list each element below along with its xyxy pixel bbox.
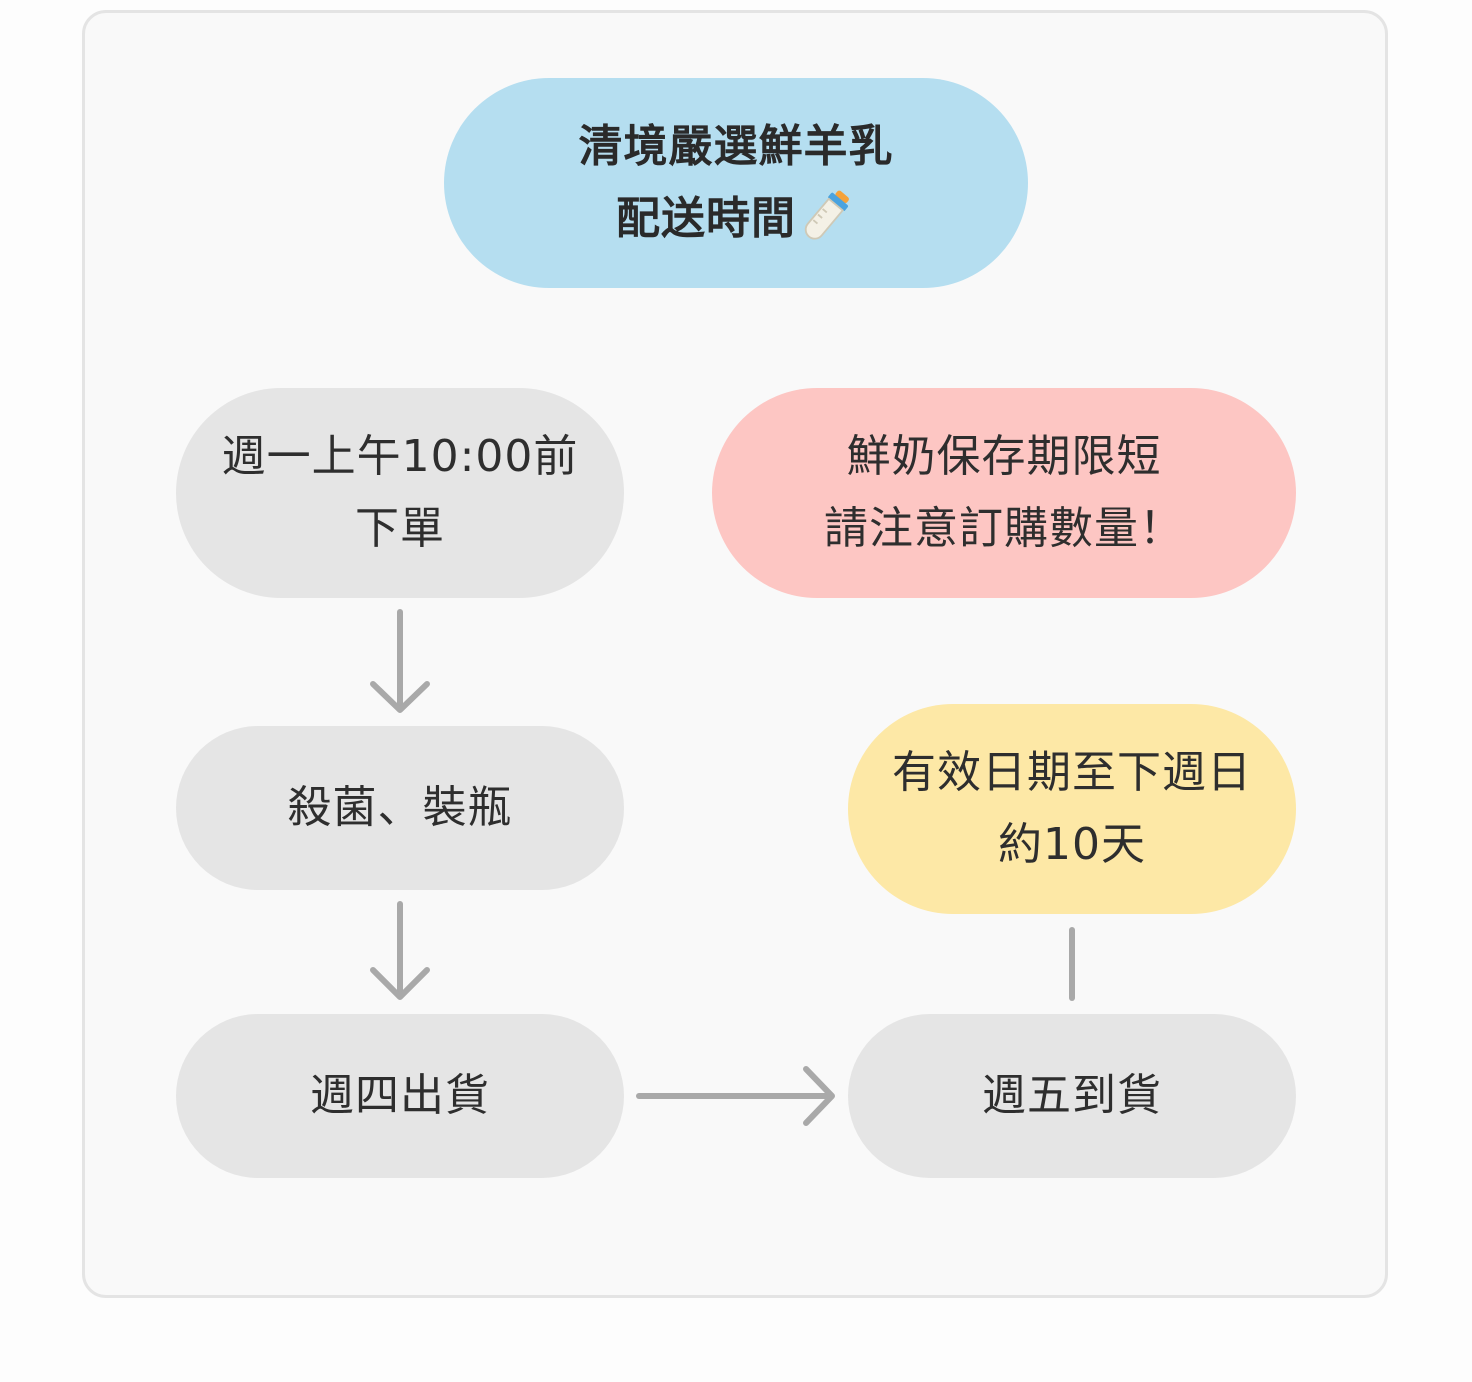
step-arrive: 週五到貨 <box>848 1014 1296 1178</box>
title-line-1: 清境嚴選鮮羊乳 <box>578 121 894 172</box>
validity-line-2: 約10天 <box>998 819 1146 870</box>
warning-line-2: 請注意訂購數量！ <box>824 503 1184 554</box>
validity-note: 有效日期至下週日 約10天 <box>848 704 1296 914</box>
title-line-2: 配送時間 <box>616 183 856 255</box>
step-arrive-label: 週五到貨 <box>982 1070 1162 1121</box>
warning-line-1: 鮮奶保存期限短 <box>846 431 1162 482</box>
step-ship: 週四出貨 <box>176 1014 624 1178</box>
step-ship-label: 週四出貨 <box>310 1070 490 1121</box>
step-sterilize: 殺菌、裝瓶 <box>176 726 624 890</box>
title-line-2-text: 配送時間 <box>616 193 796 244</box>
title-node: 清境嚴選鮮羊乳 配送時間 <box>444 78 1028 288</box>
warning-note: 鮮奶保存期限短 請注意訂購數量！ <box>712 388 1296 598</box>
step-order-line-1: 週一上午10:00前 <box>221 431 579 482</box>
step-order-line-2: 下單 <box>355 503 445 554</box>
baby-bottle-icon <box>804 190 849 240</box>
step-order: 週一上午10:00前 下單 <box>176 388 624 598</box>
validity-line-1: 有效日期至下週日 <box>892 747 1252 798</box>
step-sterilize-label: 殺菌、裝瓶 <box>287 782 513 833</box>
